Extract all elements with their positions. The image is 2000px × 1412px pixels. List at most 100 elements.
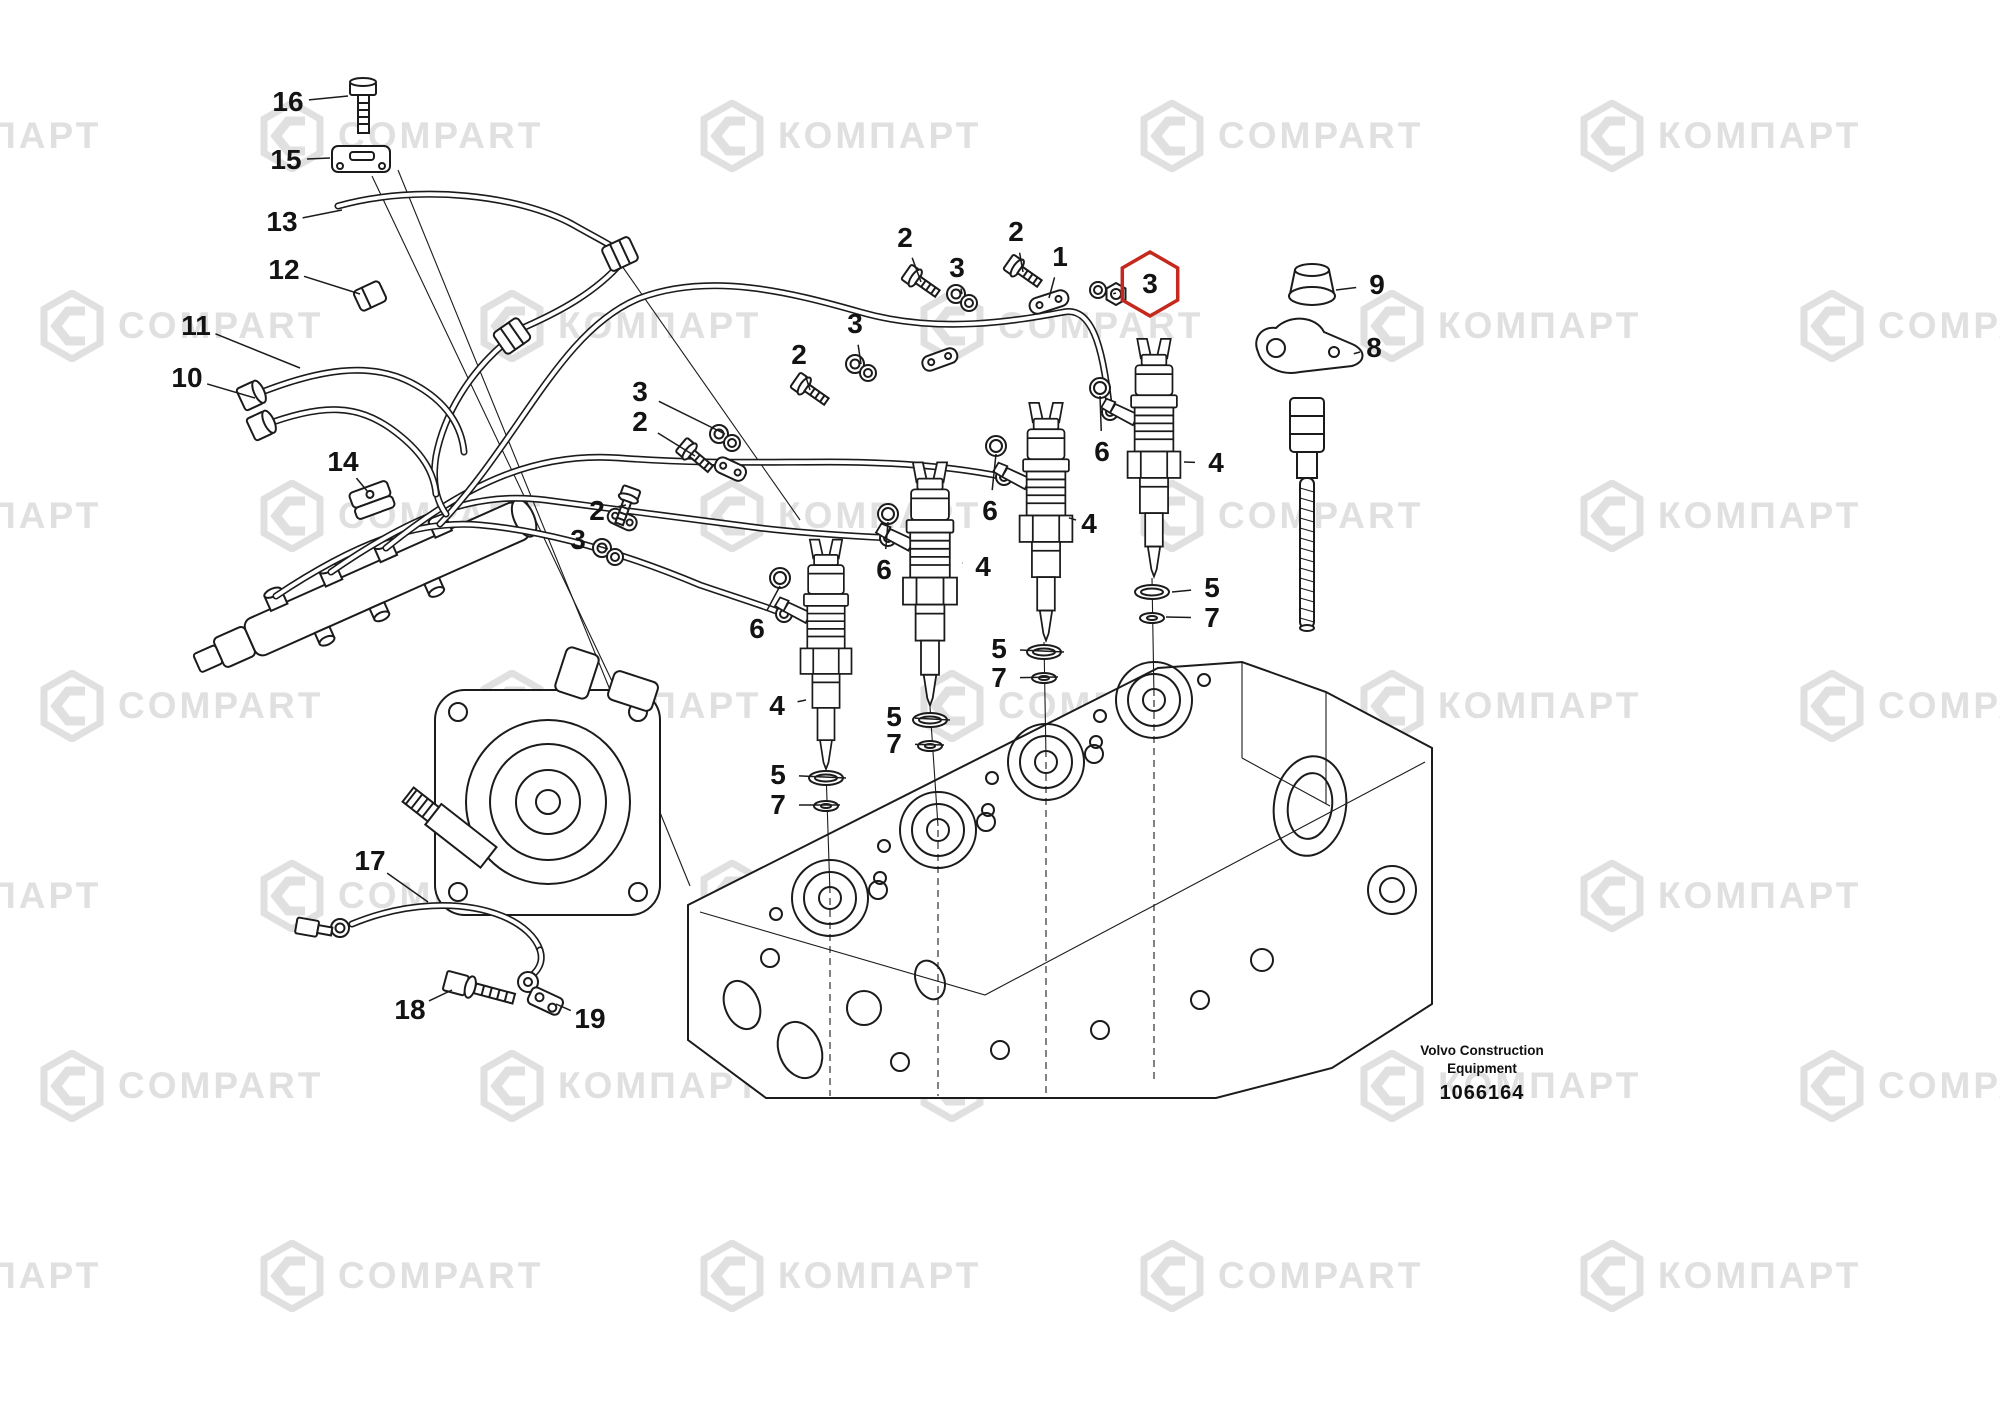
callout-7-33: 7 <box>886 728 902 759</box>
clamp-14 <box>348 480 396 520</box>
watermark-text: COMPART <box>338 1255 544 1296</box>
compart-logo-icon <box>1580 1240 1644 1312</box>
watermark-text: COMPART <box>1218 495 1424 536</box>
watermark-tile: COMPART <box>1800 1050 2000 1122</box>
compart-logo-icon <box>1800 290 1864 362</box>
watermark-tile: КОМПАРТ <box>1580 860 1861 932</box>
watermark-text: КОМПАРТ <box>1658 875 1862 916</box>
callout-6-24: 6 <box>876 554 892 585</box>
nut-3-highlighted <box>1089 281 1127 307</box>
callout-2-7: 2 <box>897 222 913 253</box>
callout-17-36: 17 <box>354 845 386 876</box>
injection-pump <box>401 646 661 916</box>
bolt-18 <box>442 970 517 1005</box>
compart-logo-icon <box>260 1240 324 1312</box>
callout-2-15: 2 <box>791 339 807 370</box>
supply-pipe-13 <box>334 190 639 518</box>
callout-5-32: 5 <box>886 701 902 732</box>
callout-3-11: 3 <box>1142 268 1158 299</box>
compart-logo-icon <box>40 1050 104 1122</box>
callout-2-17: 2 <box>632 406 648 437</box>
callout-6-22: 6 <box>982 495 998 526</box>
watermark-text: КОМПАРТ <box>0 875 102 916</box>
callout-7-27: 7 <box>1204 602 1220 633</box>
callout-18-37: 18 <box>394 994 426 1025</box>
compart-logo-icon <box>1140 100 1204 172</box>
callout-11-4: 11 <box>181 310 211 341</box>
callout-4-23: 4 <box>1081 508 1097 539</box>
compart-logo-icon <box>1140 1240 1204 1312</box>
watermark-text: КОМПАРТ <box>0 495 102 536</box>
callout-4-25: 4 <box>975 551 991 582</box>
callout-7-35: 7 <box>770 789 786 820</box>
watermark-tile: COMPART <box>1140 1240 1423 1312</box>
pump-shaft <box>401 786 498 870</box>
compart-logo-icon <box>260 480 324 552</box>
highlight-hexagon <box>1120 249 1180 319</box>
watermark-text: КОМПАРТ <box>1438 305 1642 346</box>
compart-logo-icon <box>1360 1050 1424 1122</box>
watermark-text: COMPART <box>1218 1255 1424 1296</box>
watermark-tile: COMPART <box>1140 480 1423 552</box>
compart-logo-icon <box>40 290 104 362</box>
doc-footer: Volvo Construction Equipment 1066164 <box>1392 1042 1572 1105</box>
watermark-tile: КОМПАРТ <box>0 860 101 932</box>
clamp-assembly-right <box>1255 263 1364 632</box>
watermark-tile: COMPART <box>1800 670 2000 742</box>
callout-3-10: 3 <box>949 252 965 283</box>
watermark-tile: КОМПАРТ <box>0 480 101 552</box>
bracket-19 <box>526 986 564 1016</box>
watermark-tile: КОМПАРТ <box>700 100 981 172</box>
compart-logo-icon <box>1580 480 1644 552</box>
compart-logo-icon <box>1360 290 1424 362</box>
watermark-text: КОМПАРТ <box>1438 685 1642 726</box>
watermark-text: COMPART <box>118 685 324 726</box>
callout-3-19: 3 <box>570 524 586 555</box>
watermark-tile: КОМПАРТ <box>1580 1240 1861 1312</box>
compart-logo-icon <box>1580 860 1644 932</box>
callout-15-1: 15 <box>270 144 302 175</box>
compart-logo-icon <box>1800 670 1864 742</box>
callout-2-18: 2 <box>589 495 605 526</box>
compart-logo-icon <box>260 860 324 932</box>
watermark-tile: COMPART <box>1800 290 2000 362</box>
callout-3-16: 3 <box>632 376 648 407</box>
compart-logo-icon <box>700 100 764 172</box>
watermark-text: КОМПАРТ <box>1438 1065 1642 1106</box>
callout-leader-lines <box>206 95 1361 1012</box>
compart-logo-icon <box>700 480 764 552</box>
watermark-text: COMPART <box>1878 685 2000 726</box>
callout-5-26: 5 <box>1204 572 1220 603</box>
watermark-text: COMPART <box>1878 1065 2000 1106</box>
watermark-tile: КОМПАРТ <box>1580 480 1861 552</box>
watermark-text: COMPART <box>1878 305 2000 346</box>
clamp-hardware-top-left <box>331 77 391 173</box>
watermark-text: КОМПАРТ <box>1658 495 1862 536</box>
watermark-tile: COMPART <box>40 1050 323 1122</box>
callout-19-38: 19 <box>574 1003 606 1034</box>
callout-3-14: 3 <box>847 308 863 339</box>
watermark-text: КОМПАРТ <box>1658 115 1862 156</box>
pipe-clamp-hardware <box>592 252 1127 566</box>
cylinder-head <box>687 660 1433 1099</box>
watermark-text: КОМПАРТ <box>558 1065 762 1106</box>
watermark-text: КОМПАРТ <box>0 1255 102 1296</box>
watermark-tile: COMPART <box>260 1240 543 1312</box>
doc-number: 1066164 <box>1439 1082 1525 1105</box>
compart-logo-icon <box>40 670 104 742</box>
compart-logo-icon <box>1800 1050 1864 1122</box>
watermark-tile: COMPART <box>40 670 323 742</box>
watermark-tile: КОМПАРТ <box>0 100 101 172</box>
watermark-tile: КОМПАРТ <box>700 1240 981 1312</box>
compart-logo-icon <box>1580 100 1644 172</box>
injector-centerlines <box>825 577 1155 894</box>
callout-7-30: 7 <box>991 662 1007 693</box>
callout-4-21: 4 <box>1208 447 1224 478</box>
left-pipes-10-11 <box>235 366 468 498</box>
publisher-line1: Volvo Construction <box>1420 1043 1544 1058</box>
compart-logo-icon <box>480 1050 544 1122</box>
callout-5-34: 5 <box>770 759 786 790</box>
callout-1-9: 1 <box>1052 241 1068 272</box>
